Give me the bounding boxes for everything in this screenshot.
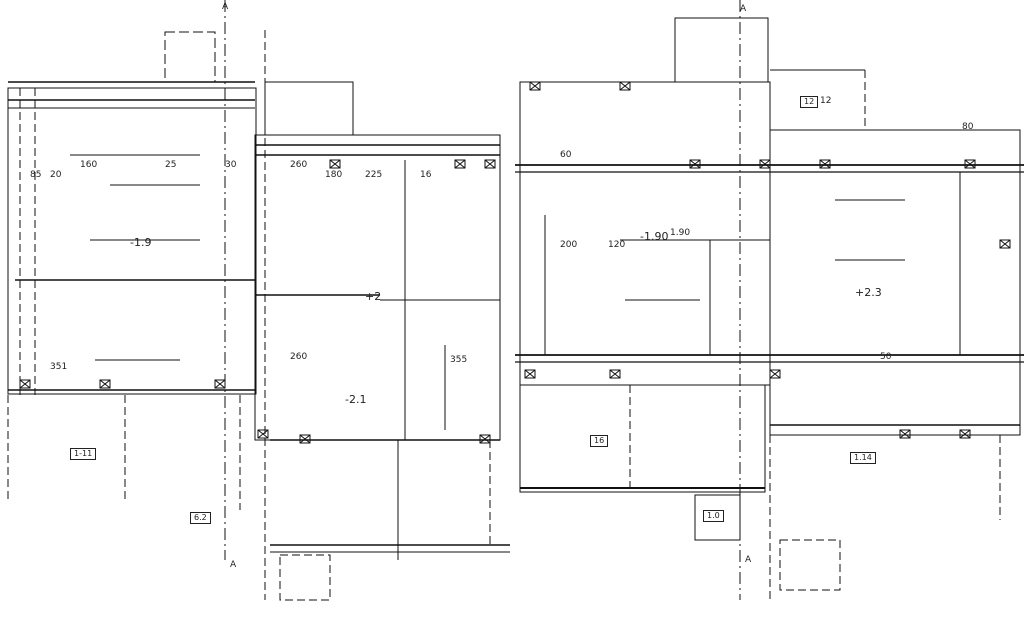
level-mark: +2 xyxy=(365,290,382,303)
column-hatch xyxy=(759,159,771,169)
hatch-cross xyxy=(99,379,111,389)
dimension-label: 60 xyxy=(560,150,572,160)
dimension-label: 355 xyxy=(450,355,468,365)
hatch-cross xyxy=(619,81,631,91)
room-tag: 1.0 xyxy=(703,510,724,522)
hatch-cross xyxy=(479,434,491,444)
column-hatch xyxy=(524,369,536,379)
column-hatch xyxy=(689,159,701,169)
dimension-label: 260 xyxy=(290,160,308,170)
level-mark: -2.1 xyxy=(345,393,367,406)
dimension-label: 30 xyxy=(225,160,237,170)
dimension-label: 12 xyxy=(820,96,832,106)
right-wing xyxy=(769,69,1021,600)
section-mark: A xyxy=(740,4,747,14)
column-hatch xyxy=(479,434,491,444)
dimension-label: 50 xyxy=(880,352,892,362)
level-mark: -1.9 xyxy=(130,236,152,249)
column-hatch xyxy=(899,429,911,439)
hatch-cross xyxy=(689,159,701,169)
column-hatch xyxy=(214,379,226,389)
room-tag: 12 xyxy=(800,96,819,108)
hatch-cross xyxy=(769,369,781,379)
left-wing xyxy=(7,0,257,560)
hatch-cross xyxy=(959,429,971,439)
column-hatch xyxy=(999,239,1011,249)
hatch-cross xyxy=(964,159,976,169)
dimension-label: 1.90 xyxy=(670,228,691,238)
column-hatch xyxy=(959,429,971,439)
column-hatch xyxy=(484,159,496,169)
hatch-cross xyxy=(19,379,31,389)
room-tag: 16 xyxy=(590,435,609,447)
hatch-cross xyxy=(299,434,311,444)
column-hatch xyxy=(609,369,621,379)
hatch-cross xyxy=(454,159,466,169)
column-hatch xyxy=(257,429,269,439)
dimension-label: 180 xyxy=(325,170,343,180)
hatch-cross xyxy=(529,81,541,91)
hatch-cross xyxy=(524,369,536,379)
column-hatch xyxy=(99,379,111,389)
column-hatch xyxy=(299,434,311,444)
section-mark: A xyxy=(230,560,237,570)
dimension-label: 225 xyxy=(365,170,383,180)
column-hatch xyxy=(454,159,466,169)
dimension-label: 120 xyxy=(608,240,626,250)
section-mark: A xyxy=(745,555,752,565)
dimension-label: 160 xyxy=(80,160,98,170)
column-hatch xyxy=(329,159,341,169)
column-hatch xyxy=(769,369,781,379)
hatch-cross xyxy=(329,159,341,169)
hatch-cross xyxy=(609,369,621,379)
column-hatches xyxy=(19,81,1011,444)
hatch-cross xyxy=(759,159,771,169)
hatch-cross xyxy=(484,159,496,169)
room-tag: 1-11 xyxy=(70,448,97,460)
hatch-cross xyxy=(214,379,226,389)
hatch-cross xyxy=(257,429,269,439)
column-hatch xyxy=(819,159,831,169)
hatch-cross xyxy=(819,159,831,169)
dimension-label: 16 xyxy=(420,170,432,180)
middle-wing xyxy=(254,30,510,601)
dimension-label: 20 xyxy=(50,170,62,180)
dimension-label: 351 xyxy=(50,362,68,372)
level-mark: -1.90 xyxy=(640,230,669,243)
section-mark: A xyxy=(222,2,229,12)
dimension-label: 200 xyxy=(560,240,578,250)
dimension-label: 85 xyxy=(30,170,42,180)
hatch-cross xyxy=(899,429,911,439)
level-mark: +2.3 xyxy=(855,286,882,299)
column-hatch xyxy=(619,81,631,91)
room-tag: 1.14 xyxy=(850,452,876,464)
column-hatch xyxy=(529,81,541,91)
hatch-cross xyxy=(999,239,1011,249)
column-hatch xyxy=(19,379,31,389)
dimension-label: 260 xyxy=(290,352,308,362)
room-tag: 6.2 xyxy=(190,512,211,524)
dimension-label: 80 xyxy=(962,122,974,132)
dimension-label: 25 xyxy=(165,160,177,170)
column-hatch xyxy=(964,159,976,169)
